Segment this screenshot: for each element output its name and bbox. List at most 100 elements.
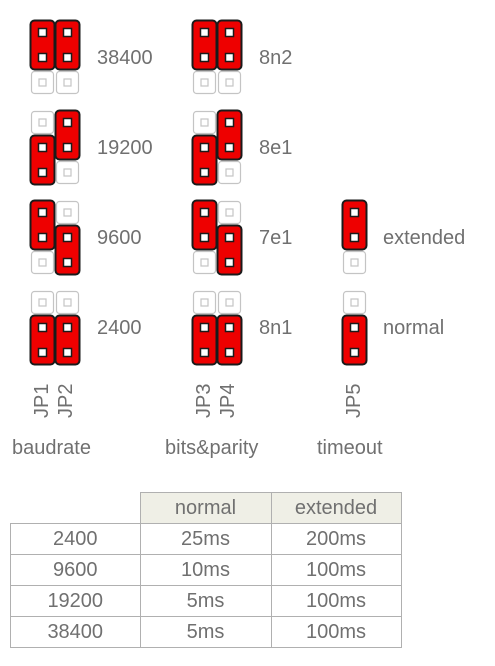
empty-pin [63,208,72,217]
jumper-pin [224,117,235,128]
empty-pin [63,78,72,87]
table-cell-normal: 5ms [139,585,272,617]
jumper-pin [224,52,235,63]
jp4-jumper-cap [216,19,243,71]
timeout-option-label: normal [383,317,445,339]
jumper-pin [62,27,73,38]
jp2-jumper-cap [54,314,81,366]
baudrate-option-label: 19200 [97,137,153,159]
jumper-name-jp1: JP1 [31,383,53,418]
jumper-pin [224,347,235,358]
jumper-grid [29,19,368,366]
table-header-row: normal extended [10,492,402,524]
table-corner [10,492,141,524]
column-header-normal: normal [139,492,272,524]
jumper-pin [224,257,235,268]
jumper-name-jp5: JP5 [343,383,365,418]
jp5-jumper-cap [341,314,368,366]
jumper-pin [37,322,48,333]
table-cell-baudrate: 38400 [10,616,141,648]
jumper-pin [199,167,210,178]
jp2-jumper-cap [54,224,81,276]
jp2-jumper-cap [54,109,81,161]
jumper-pin [224,142,235,153]
jumper-pin [224,322,235,333]
jumper-pin [199,322,210,333]
table-cell-normal: 5ms [139,616,272,648]
table-cell-extended: 200ms [270,523,402,555]
table-cell-extended: 100ms [270,616,402,648]
jumper-pin [37,142,48,153]
jumper-pin [349,207,360,218]
jumper-pin [224,27,235,38]
table-cell-baudrate: 9600 [10,554,141,586]
baudrate-option-label: 9600 [97,227,142,249]
jumper-name-jp2: JP2 [55,383,77,418]
jumper-pin [62,117,73,128]
bits-parity-option-label: 8e1 [259,137,293,159]
jumper-pin [199,142,210,153]
empty-pin [225,208,234,217]
table-cell-normal: 10ms [139,554,272,586]
jumper-pin [62,142,73,153]
jp3-jumper-cap [191,199,218,251]
jumper-pin [62,347,73,358]
jp2-jumper-cap [54,19,81,71]
column-header-extended: extended [270,492,402,524]
jp4-jumper-cap [216,224,243,276]
jumper-pin [62,232,73,243]
empty-pin [225,78,234,87]
jumper-pin [199,27,210,38]
jumper-pin [199,347,210,358]
empty-pin [200,78,209,87]
empty-pin [225,168,234,177]
table-cell-extended: 100ms [270,585,402,617]
empty-pin [38,118,47,127]
jumper-pin [199,232,210,243]
table-cell-normal: 25ms [139,523,272,555]
group-caption: baudrate [12,437,91,459]
jumper-pin [37,52,48,63]
jumper-pin [37,232,48,243]
jp1-jumper-cap [29,134,56,186]
jumper-pin [37,347,48,358]
jumper-pin [349,232,360,243]
empty-pin [350,298,359,307]
baudrate-option-label: 38400 [97,47,153,69]
empty-pin [38,258,47,267]
jumper-pin [199,52,210,63]
jumper-name-jp3: JP3 [193,383,215,418]
jumper-name-jp4: JP4 [217,383,239,418]
jumper-pin [62,322,73,333]
table-cell-baudrate: 19200 [10,585,141,617]
empty-pin [200,258,209,267]
bits-parity-option-label: 8n1 [259,317,293,339]
jumper-pin [62,257,73,268]
empty-pin [63,168,72,177]
group-caption: bits&parity [165,437,259,459]
bits-parity-option-label: 7e1 [259,227,293,249]
jp4-jumper-cap [216,109,243,161]
table-cell-baudrate: 2400 [10,523,141,555]
empty-pin [38,298,47,307]
group-caption: timeout [317,437,383,459]
jumper-pin [37,27,48,38]
jumper-pin [199,207,210,218]
empty-pin [63,298,72,307]
jp4-jumper-cap [216,314,243,366]
jumper-pin [37,207,48,218]
empty-pin [200,118,209,127]
empty-pin [350,258,359,267]
table-cell-extended: 100ms [270,554,402,586]
jumper-pin [224,232,235,243]
jp1-jumper-cap [29,199,56,251]
jp3-jumper-cap [191,134,218,186]
jumper-pin [349,322,360,333]
jumper-pin [62,52,73,63]
